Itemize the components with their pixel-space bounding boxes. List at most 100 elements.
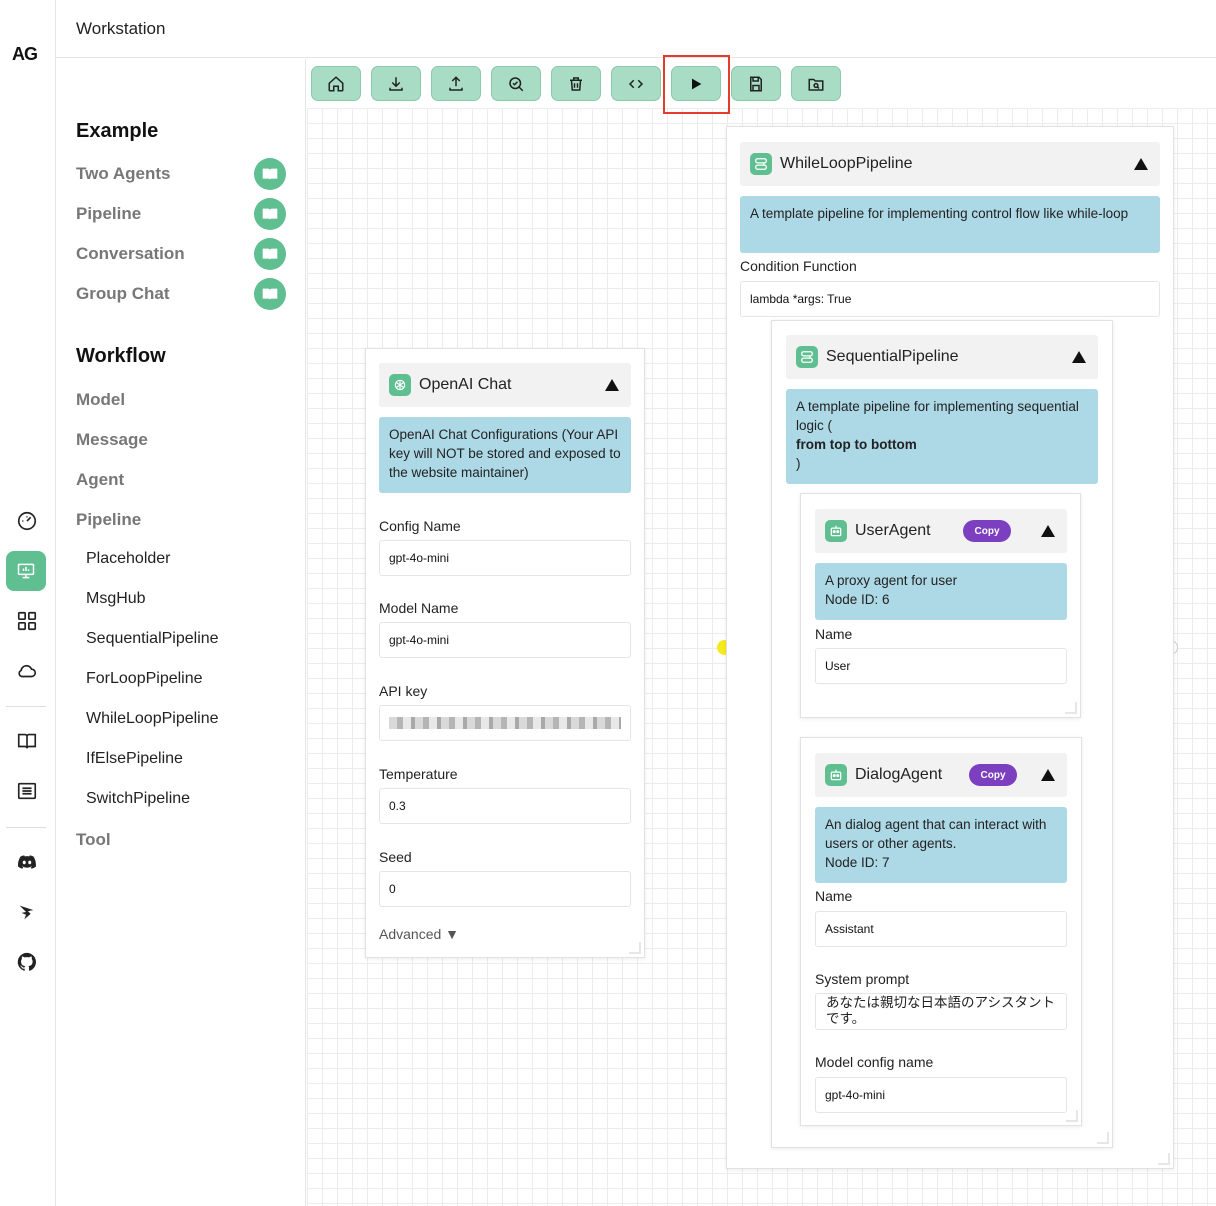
node-title: DialogAgent <box>855 766 943 783</box>
openai-chat-node[interactable]: OpenAI Chat OpenAI Chat Configurations (… <box>365 348 645 958</box>
pipeline-item-msghub[interactable]: MsgHub <box>86 590 146 607</box>
resize-handle[interactable] <box>1065 702 1077 714</box>
app-logo[interactable]: AG <box>12 44 38 64</box>
workflow-item-message[interactable]: Message <box>76 430 148 449</box>
config-name-label: Config Name <box>379 518 461 534</box>
check-button[interactable] <box>491 66 541 101</box>
play-icon <box>692 78 702 89</box>
resize-handle[interactable] <box>629 942 641 954</box>
api-key-masked <box>389 717 621 729</box>
pipeline-item-forloop[interactable]: ForLoopPipeline <box>86 670 203 687</box>
pipeline-item-placeholder[interactable]: Placeholder <box>86 550 171 567</box>
example-section-title: Example <box>76 120 159 142</box>
load-button[interactable] <box>791 66 841 101</box>
node-header[interactable]: OpenAI Chat <box>379 363 631 407</box>
resize-handle[interactable] <box>1097 1132 1109 1144</box>
system-prompt-label: System prompt <box>815 971 910 987</box>
user-agent-node[interactable]: UserAgent Copy A proxy agent for user No… <box>800 493 1081 718</box>
temperature-label: Temperature <box>379 766 458 782</box>
model-config-input[interactable]: gpt-4o-mini <box>815 1077 1067 1113</box>
pipeline-item-ifelse[interactable]: IfElsePipeline <box>86 750 183 767</box>
api-key-input[interactable] <box>379 705 631 741</box>
workflow-item-tool[interactable]: Tool <box>76 830 111 849</box>
book-icon[interactable] <box>12 726 42 756</box>
download-icon <box>389 76 403 91</box>
openai-icon <box>389 374 411 396</box>
api-key-label: API key <box>379 683 428 699</box>
system-prompt-textarea[interactable]: あなたは親切な日本語のアシスタントです。 <box>815 993 1067 1030</box>
node-header[interactable]: SequentialPipeline <box>786 335 1098 379</box>
node-description: A proxy agent for user Node ID: 6 <box>815 563 1067 620</box>
rail-divider <box>6 827 46 828</box>
icon-rail: AG <box>0 0 56 1206</box>
node-header[interactable]: WhileLoopPipeline <box>740 142 1160 186</box>
name-input[interactable]: Assistant <box>815 911 1067 947</box>
example-two-agents[interactable]: Two Agents <box>76 158 286 190</box>
resize-handle[interactable] <box>1158 1153 1170 1165</box>
collapse-triangle-icon[interactable] <box>1041 769 1055 781</box>
example-pipeline[interactable]: Pipeline <box>76 198 286 230</box>
open-book-icon[interactable] <box>254 198 286 230</box>
robot-icon <box>825 520 847 542</box>
description-text: A proxy agent for user <box>825 573 958 588</box>
list-icon[interactable] <box>12 776 42 806</box>
github-icon[interactable] <box>12 947 42 977</box>
workflow-item-pipeline[interactable]: Pipeline <box>76 510 142 529</box>
workflow-item-model[interactable]: Model <box>76 390 126 409</box>
config-name-input[interactable]: gpt-4o-mini <box>379 540 631 576</box>
collapse-triangle-icon[interactable] <box>1134 158 1148 170</box>
temperature-input[interactable]: 0.3 <box>379 788 631 824</box>
node-title: SequentialPipeline <box>826 348 959 365</box>
node-description: An dialog agent that can interact with u… <box>815 807 1067 883</box>
pipeline-icon <box>796 346 818 368</box>
name-input[interactable]: User <box>815 648 1067 684</box>
copy-button[interactable]: Copy <box>963 520 1011 542</box>
pipeline-item-whileloop[interactable]: WhileLoopPipeline <box>86 710 219 727</box>
collapse-triangle-icon[interactable] <box>1041 525 1055 537</box>
download-button[interactable] <box>371 66 421 101</box>
example-label: Group Chat <box>76 284 170 303</box>
gallery-icon[interactable] <box>12 606 42 636</box>
discord-icon[interactable] <box>12 847 42 877</box>
save-button[interactable] <box>731 66 781 101</box>
delete-icon <box>570 76 582 91</box>
node-description: A template pipeline for implementing seq… <box>786 389 1098 484</box>
upload-button[interactable] <box>431 66 481 101</box>
code-button[interactable] <box>611 66 661 101</box>
workstation-icon[interactable] <box>6 551 46 591</box>
description-text: A template pipeline for implementing seq… <box>796 399 1079 433</box>
page-header: Workstation <box>56 0 1216 58</box>
run-button[interactable] <box>671 66 721 101</box>
example-conversation[interactable]: Conversation <box>76 238 286 270</box>
condition-function-input[interactable]: lambda *args: True <box>740 281 1160 317</box>
seed-input[interactable]: 0 <box>379 871 631 907</box>
open-book-icon[interactable] <box>254 238 286 270</box>
example-label: Two Agents <box>76 164 171 183</box>
copy-button[interactable]: Copy <box>969 764 1017 786</box>
dashboard-icon[interactable] <box>12 506 42 536</box>
open-book-icon[interactable] <box>254 158 286 190</box>
page-title: Workstation <box>76 19 166 38</box>
home-button[interactable] <box>311 66 361 101</box>
collapse-triangle-icon[interactable] <box>605 379 619 391</box>
cloud-icon[interactable] <box>12 656 42 686</box>
name-label: Name <box>815 626 853 642</box>
node-header[interactable]: UserAgent <box>815 509 1067 553</box>
resize-handle[interactable] <box>1066 1110 1078 1122</box>
folder-icon <box>808 78 824 91</box>
workflow-item-agent[interactable]: Agent <box>76 470 125 489</box>
dingtalk-icon[interactable] <box>12 897 42 927</box>
description-end: ) <box>796 456 801 471</box>
model-config-label: Model config name <box>815 1054 934 1070</box>
node-title: UserAgent <box>855 522 931 539</box>
delete-button[interactable] <box>551 66 601 101</box>
model-name-input[interactable]: gpt-4o-mini <box>379 622 631 658</box>
collapse-triangle-icon[interactable] <box>1072 351 1086 363</box>
pipeline-item-switch[interactable]: SwitchPipeline <box>86 790 191 807</box>
open-book-icon[interactable] <box>254 278 286 310</box>
node-header[interactable]: DialogAgent <box>815 753 1067 797</box>
example-group-chat[interactable]: Group Chat <box>76 278 286 310</box>
pipeline-item-sequential[interactable]: SequentialPipeline <box>86 630 219 647</box>
dialog-agent-node[interactable]: DialogAgent Copy An dialog agent that ca… <box>800 737 1082 1126</box>
advanced-toggle[interactable]: Advanced ▼ <box>379 926 460 942</box>
